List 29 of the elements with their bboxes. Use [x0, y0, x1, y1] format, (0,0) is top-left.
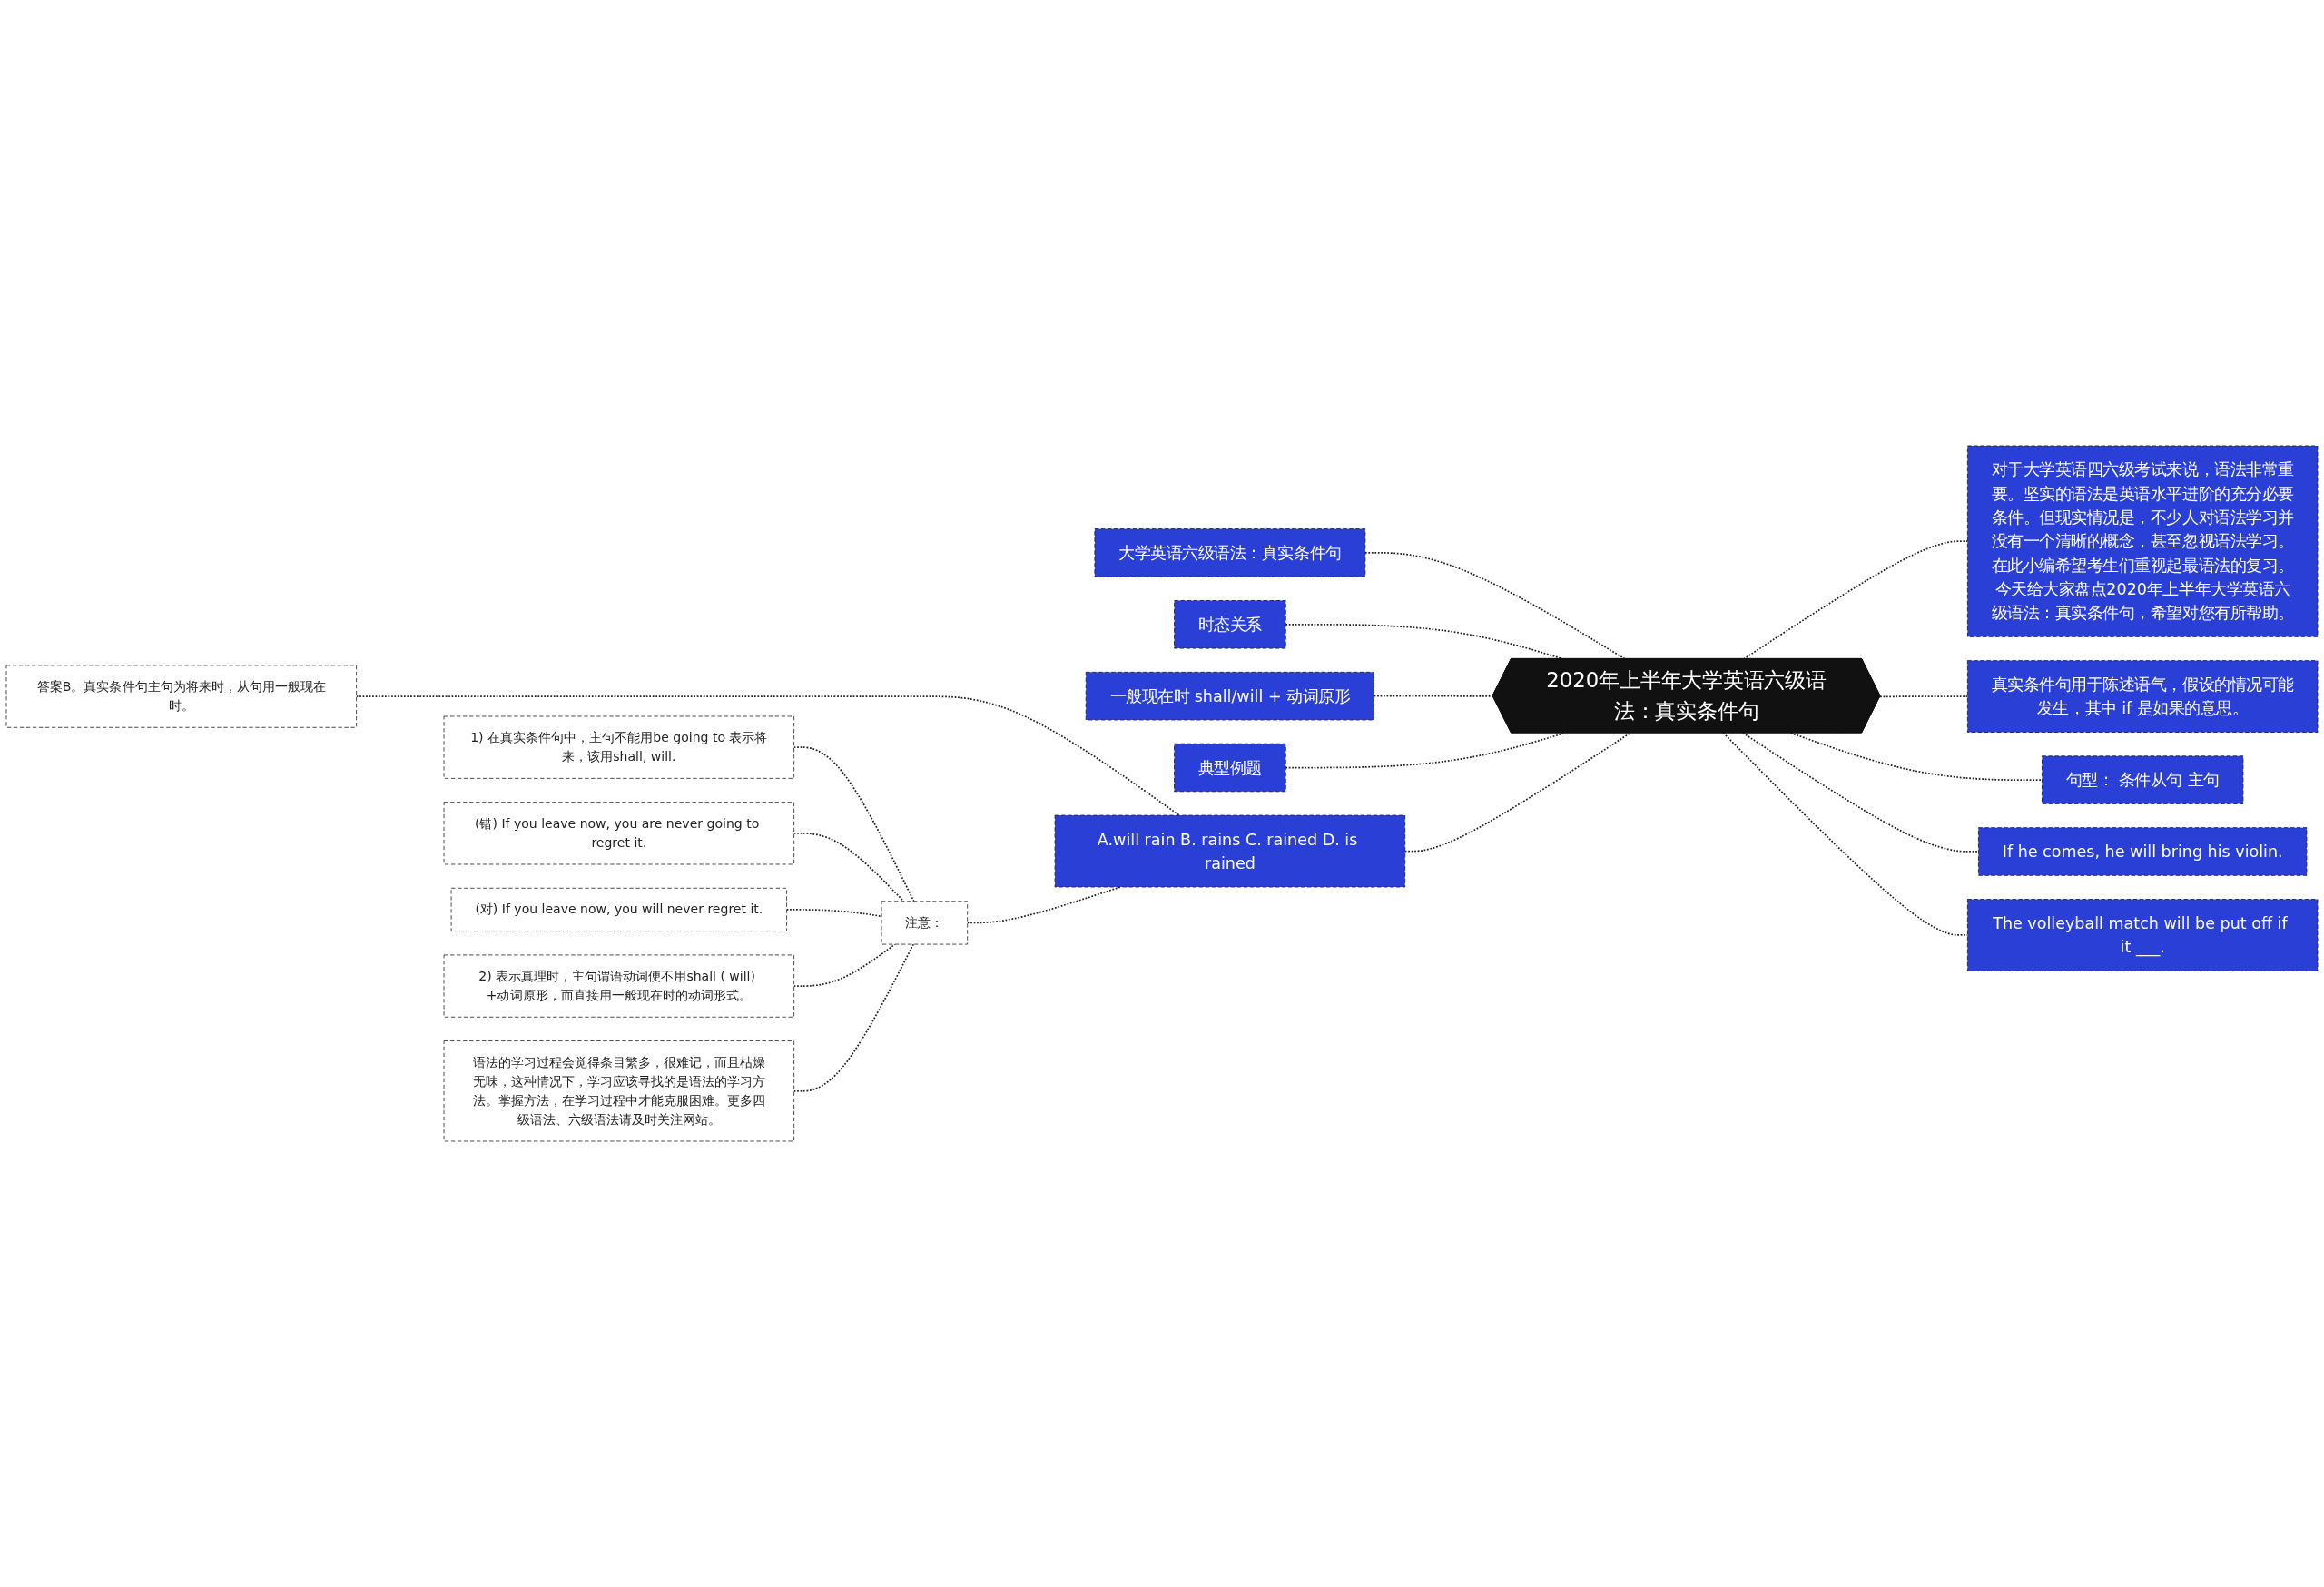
node-box: 一般现在时 shall/will + 动词原形	[1085, 671, 1374, 721]
node-box: 语法的学习过程会觉得条目繁多，很难记，而且枯燥无味，这种情况下，学习应该寻找的是语法的学习方法。掌握方法，在学习过程中才能克服困难。更多四级语法、六级语法请及时关注网站。	[443, 1040, 795, 1142]
node-box: (对) If you leave now, you will never regret it.	[450, 887, 787, 932]
connector	[793, 943, 915, 1092]
connector	[793, 746, 915, 902]
connector	[793, 943, 896, 987]
connector	[1789, 732, 2043, 781]
connector	[1879, 695, 1969, 698]
node-box: 答案B。真实条件句主句为将来时，从句用一般现在时。	[5, 665, 358, 728]
connector	[1403, 732, 1631, 853]
connector	[1742, 732, 1980, 853]
node-box: A.will rain B. rains C. rained D. is rained	[1054, 814, 1406, 888]
connector	[355, 695, 1180, 816]
node-box: 1) 在真实条件句中，主句不能用be going to 表示将来，该用shall, will.	[443, 715, 795, 779]
node-box: 真实条件句用于陈述语气，假设的情况可能发生，其中 if 是如果的意思。	[1966, 660, 2319, 733]
node-box: 注意：	[881, 901, 969, 945]
node-box: 对于大学英语四六级考试来说，语法非常重要。坚实的语法是英语水平进阶的充分必要条件。但现实情况是，不少人对语法学习并没有一个清晰的概念，甚至忽视语法学习。在此小编希望考生们重视起最语法的复习。今天给大家盘点2020年上半年大学英语六级语法：真实条件句，希望对您有所帮助。	[1966, 445, 2319, 637]
node-box: 大学英语六级语法：真实条件句	[1094, 528, 1366, 577]
node-box: (错) If you leave now, you are never going to regret it.	[443, 802, 795, 865]
connector	[785, 909, 882, 918]
node-box: If he comes, he will bring his violin.	[1978, 827, 2308, 876]
node-box: 时态关系	[1174, 600, 1286, 649]
connector	[793, 832, 905, 902]
connector	[966, 886, 1122, 924]
node-box: The volleyball match will be put off if it ___.	[1966, 899, 2319, 971]
node-box: 2) 表示真理时，主句谓语动词便不用shall ( will) +动词原形，而直接用一般现在时的动词形式。	[443, 954, 795, 1018]
connector	[1373, 695, 1494, 697]
node-box: 句型： 条件从句 主句	[2042, 755, 2244, 804]
node-box: 典型例题	[1174, 743, 1286, 793]
